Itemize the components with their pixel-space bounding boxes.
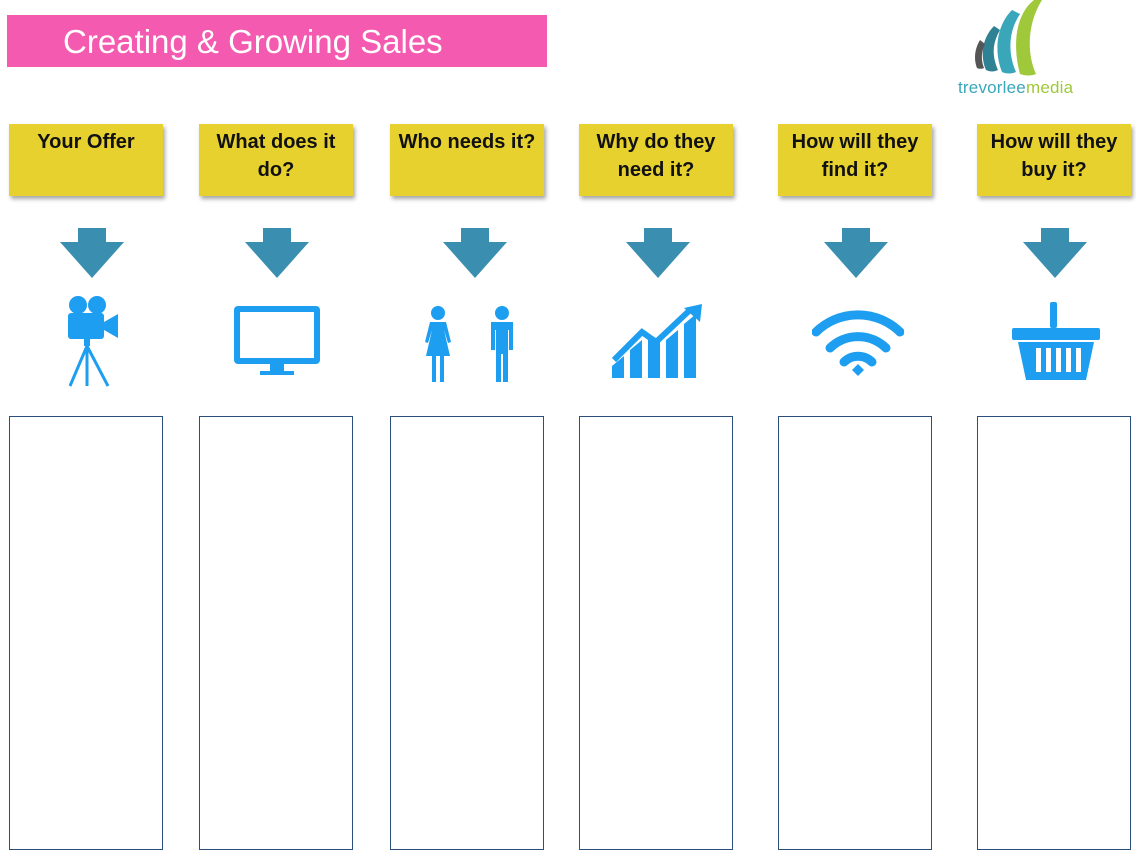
monitor-icon: [234, 306, 320, 375]
sticky-note-how-will-they-buy-it: How will they buy it?: [977, 124, 1131, 196]
sticky-note-how-will-they-find-it: How will they find it?: [778, 124, 932, 196]
answer-box-what-does-it-do[interactable]: [199, 416, 353, 850]
sticky-note-who-needs-it: Who needs it?: [390, 124, 544, 196]
growth-chart-icon: [611, 304, 702, 378]
answer-box-why-do-they-need-it[interactable]: [579, 416, 733, 850]
shopping-basket-icon: [1012, 302, 1100, 380]
sticky-note-what-does-it-do: What does it do?: [199, 124, 353, 196]
sticky-note-why-do-they-need-it: Why do they need it?: [579, 124, 733, 196]
down-arrow-icon: [626, 228, 690, 278]
column-heading: How will they find it?: [791, 131, 919, 181]
answer-box-your-offer[interactable]: [9, 416, 163, 850]
down-arrow-icon: [824, 228, 888, 278]
down-arrow-icon: [245, 228, 309, 278]
down-arrow-icon: [443, 228, 507, 278]
logo-text-part1: trevorlee: [958, 78, 1026, 97]
column-heading: How will they buy it?: [990, 131, 1118, 181]
logo-mark-icon: [975, 0, 1042, 76]
movie-camera-icon: [68, 296, 118, 387]
logo-wordmark: trevorleemedia: [958, 78, 1073, 98]
sticky-note-your-offer: Your Offer: [9, 124, 163, 196]
column-heading: Why do they need it?: [596, 131, 716, 181]
page-title-banner: Creating & Growing Sales: [7, 15, 547, 67]
down-arrow-icon: [1023, 228, 1087, 278]
wifi-icon: [812, 310, 904, 376]
column-heading: Who needs it?: [398, 131, 536, 153]
column-heading: What does it do?: [216, 131, 336, 181]
people-icon: [425, 306, 513, 382]
answer-box-who-needs-it[interactable]: [390, 416, 544, 850]
page-title: Creating & Growing Sales: [63, 23, 443, 60]
logo-text-part2: media: [1025, 78, 1074, 97]
column-heading: Your Offer: [37, 131, 135, 153]
answer-box-how-will-they-buy-it[interactable]: [977, 416, 1131, 850]
down-arrow-icon: [60, 228, 124, 278]
brand-logo: trevorleemedia: [952, 0, 1086, 100]
answer-box-how-will-they-find-it[interactable]: [778, 416, 932, 850]
